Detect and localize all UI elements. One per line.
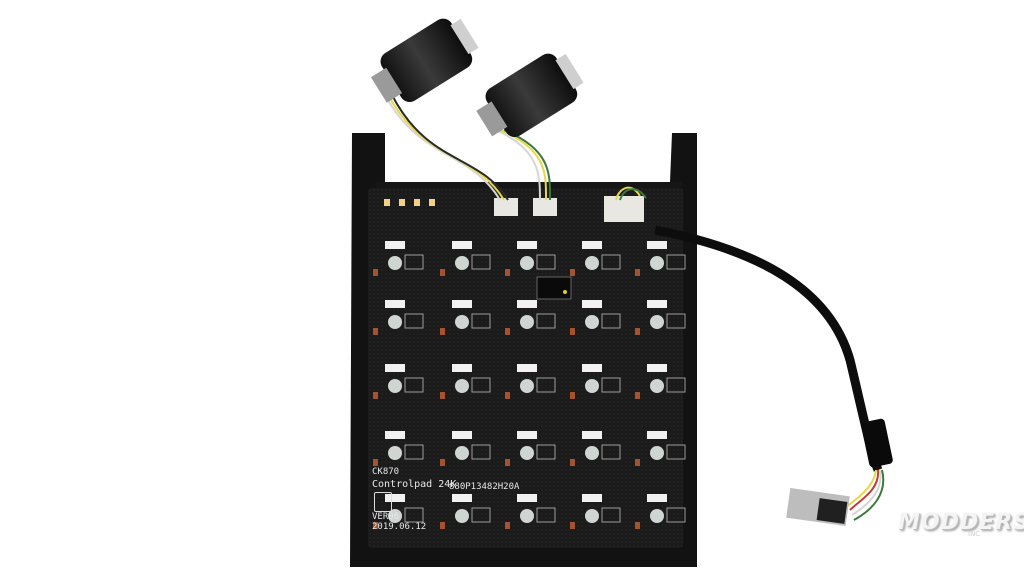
usb-connector — [786, 487, 850, 527]
watermark-logo: MODDERS — [898, 510, 1024, 535]
switch-footprint — [635, 431, 686, 466]
switch-footprint — [373, 300, 424, 335]
switch-footprint — [635, 300, 686, 335]
switch-footprint — [373, 364, 424, 399]
switch-footprint — [570, 494, 621, 529]
usb-cable — [654, 225, 893, 521]
switch-footprint — [505, 431, 556, 466]
switch-footprint — [570, 431, 621, 466]
board-model-label: CK870 — [372, 467, 400, 477]
version-label: VER06 — [372, 512, 400, 522]
switch-footprint — [570, 364, 621, 399]
microcontroller-chip — [536, 276, 572, 300]
knob-wires — [384, 94, 647, 201]
connector-header — [494, 196, 644, 222]
switch-footprint — [635, 494, 686, 529]
switch-footprint — [570, 300, 621, 335]
rotary-knob-left — [370, 18, 479, 103]
switch-footprint — [440, 494, 491, 529]
switch-footprint — [373, 431, 424, 466]
switch-footprint — [440, 364, 491, 399]
watermark-sub: INC — [968, 530, 981, 538]
switch-footprint-grid — [373, 241, 686, 529]
switch-footprint — [505, 300, 556, 335]
brand-logo — [374, 492, 392, 512]
switch-footprint — [570, 241, 621, 276]
switch-footprint — [505, 364, 556, 399]
switch-footprint — [505, 241, 556, 276]
part-number-label: 880P13482H20A — [449, 482, 520, 492]
switch-footprint — [635, 364, 686, 399]
switch-footprint — [440, 300, 491, 335]
switch-footprint — [440, 241, 491, 276]
status-leds — [384, 199, 435, 206]
date-label: 2019.06.12 — [372, 522, 427, 532]
switch-footprint — [440, 431, 491, 466]
switch-footprint — [635, 241, 686, 276]
switch-footprint — [373, 494, 424, 529]
rotary-knob-right — [476, 53, 584, 138]
board-name-label: Controlpad 24K — [372, 479, 457, 490]
switch-footprint — [373, 241, 424, 276]
switch-footprint — [505, 494, 556, 529]
